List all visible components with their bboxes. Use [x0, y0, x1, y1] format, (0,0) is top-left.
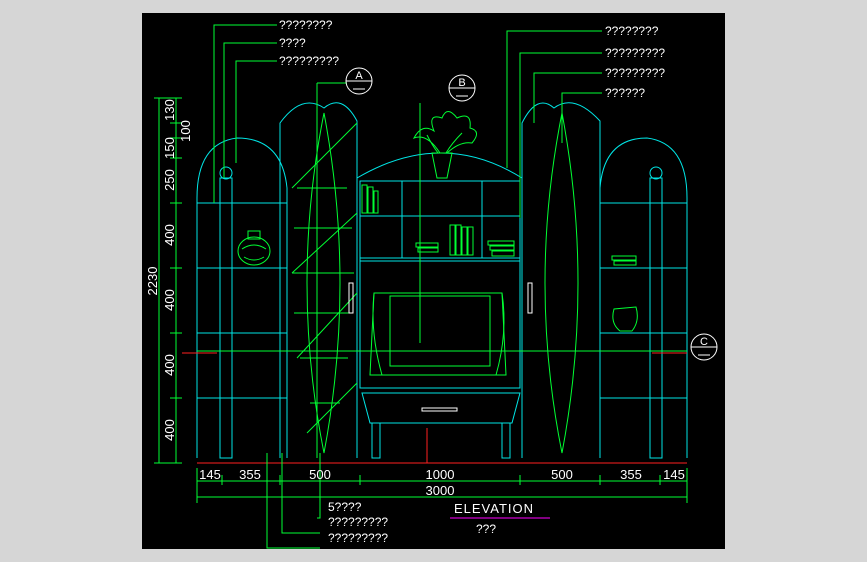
books-icon	[361, 184, 515, 257]
leader-lines	[213, 24, 602, 549]
drawing-subtitle: ???	[476, 522, 496, 536]
cad-viewport[interactable]: ???????? ???? ????????? ???????? ???????…	[142, 13, 725, 549]
floor-markers	[182, 352, 687, 464]
right-shelf-unit	[599, 137, 688, 459]
elevation-drawing: ???????? ???? ????????? ???????? ???????…	[145, 18, 718, 549]
dim-bottom-4: 1000	[426, 467, 455, 482]
dim-left-3: 150	[162, 137, 177, 159]
dim-left-1: 130	[162, 99, 177, 121]
dim-left-5: 400	[162, 224, 177, 246]
left-dimension-lines	[154, 97, 182, 464]
callout-bottom-3: ?????????	[328, 531, 388, 545]
dim-bottom-5: 500	[551, 467, 573, 482]
dim-left-6: 400	[162, 289, 177, 311]
section-label-c: C	[700, 336, 708, 348]
dim-left-7: 400	[162, 354, 177, 376]
callout-right-1: ????????	[605, 24, 659, 38]
section-bubble-a[interactable]	[345, 67, 373, 95]
dim-total-height: 2230	[145, 267, 160, 296]
plant-icon	[412, 111, 477, 179]
left-tall-cabinet	[279, 102, 358, 458]
dim-total-width: 3000	[426, 483, 455, 498]
callout-bottom-2: ?????????	[328, 515, 388, 529]
callout-left-3: ?????????	[279, 54, 339, 68]
callout-bottom-1: 5????	[328, 500, 362, 514]
dim-left-2: 100	[178, 120, 193, 142]
vase-icon	[237, 230, 271, 266]
decor-icon	[611, 255, 638, 332]
dim-left-8: 400	[162, 419, 177, 441]
dim-left-4: 250	[162, 169, 177, 191]
callout-left-2: ????	[279, 36, 306, 50]
callout-left-1: ????????	[279, 18, 333, 32]
dim-bottom-3: 500	[309, 467, 331, 482]
left-shelf-unit	[196, 137, 288, 459]
dim-bottom-7: 145	[663, 467, 685, 482]
section-bubble-b[interactable]	[448, 74, 476, 102]
dim-bottom-1: 145	[199, 467, 221, 482]
dim-bottom-6: 355	[620, 467, 642, 482]
tv-icon	[369, 292, 507, 412]
callout-right-2: ?????????	[605, 46, 665, 60]
center-tv-unit	[356, 152, 523, 459]
section-bubble-c[interactable]	[690, 333, 718, 361]
callout-right-3: ?????????	[605, 66, 665, 80]
callout-right-4: ??????	[605, 86, 645, 100]
bottom-dimension-lines	[196, 468, 688, 503]
drawing-title: ELEVATION	[454, 501, 534, 516]
right-tall-cabinet	[521, 102, 601, 458]
section-label-b: B	[458, 77, 465, 89]
dim-bottom-2: 355	[239, 467, 261, 482]
section-label-a: A	[355, 70, 363, 82]
